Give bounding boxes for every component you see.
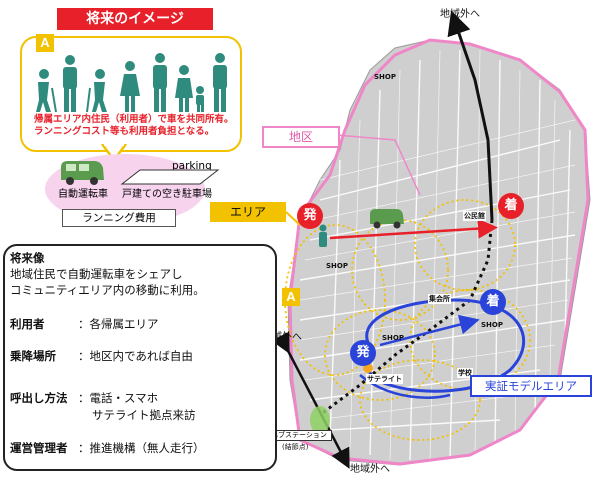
arrive-marker-blue: 着 bbox=[480, 289, 506, 315]
outside-label-top: 地域外へ bbox=[440, 9, 480, 20]
future-image-title: 将来のイメージ bbox=[57, 8, 213, 30]
parking-label: parking bbox=[172, 160, 212, 172]
residents-people-icon bbox=[36, 53, 227, 113]
community-hall-label: 公民館 bbox=[463, 211, 486, 221]
area-badge-bubble: A bbox=[36, 34, 54, 52]
meeting-place-label: 集会所 bbox=[428, 294, 451, 304]
shop-label-2: SHOP bbox=[326, 262, 348, 270]
users-value: ：各帰属エリア bbox=[78, 317, 159, 331]
map-person-icon bbox=[316, 224, 330, 248]
hub-station-sub-label: (結節点) bbox=[282, 443, 309, 451]
info-description-1: 地域住民で自動運転車をシェアし bbox=[10, 267, 183, 281]
call-method-value-1: ：電話・スマホ bbox=[78, 391, 159, 405]
residents-note-line-1: 帰属エリア内住民（利用者）で車を共同所有。 bbox=[34, 114, 234, 125]
route-dotted-main bbox=[319, 219, 494, 417]
hub-station-marker bbox=[310, 406, 330, 434]
boarding-label: 乗降場所 bbox=[10, 349, 56, 363]
info-heading: 将来像 bbox=[10, 251, 45, 265]
district-label: 地区 bbox=[262, 126, 340, 148]
school-label: 学校 bbox=[457, 368, 473, 378]
demo-route-arrow bbox=[379, 314, 480, 347]
residents-note: 帰属エリア内住民（利用者）で車を共同所有。 ランニングコスト等も利用者負担となる… bbox=[34, 114, 244, 138]
autonomous-vehicle-label: 自動運転車 bbox=[58, 189, 108, 200]
shop-label-4: SHOP bbox=[382, 334, 404, 342]
depart-marker-red: 発 bbox=[297, 203, 323, 229]
operator-value: ：推進機構（無人走行） bbox=[78, 441, 205, 455]
vacant-parking-label: 戸建ての空き駐車場 bbox=[122, 189, 212, 200]
running-cost-box: ランニング費用 bbox=[62, 209, 176, 227]
call-method-value-2: サテライト拠点来訪 bbox=[92, 408, 196, 422]
demo-area-label: 実証モデルエリア bbox=[470, 375, 592, 397]
operator-label: 運営管理者 bbox=[10, 441, 68, 455]
red-route-arrow bbox=[329, 218, 498, 240]
route-outside-diagonal bbox=[271, 331, 350, 469]
shared-vehicle-icon bbox=[58, 158, 106, 186]
shop-label-1: SHOP bbox=[374, 73, 396, 81]
outside-label-left: 地域外へ bbox=[262, 332, 302, 343]
info-description-2: コミュニティエリア内の移動に利用。 bbox=[10, 283, 205, 297]
users-label: 利用者 bbox=[10, 317, 45, 331]
outside-label-bottom: 地域外へ bbox=[350, 464, 390, 475]
arrive-marker-red: 着 bbox=[498, 193, 524, 219]
route-to-outside-top bbox=[447, 10, 494, 221]
depart-marker-blue: 発 bbox=[350, 340, 376, 366]
map-vehicle-icon bbox=[366, 206, 406, 230]
district-pointer bbox=[335, 134, 421, 196]
area-badge-map: A bbox=[282, 288, 300, 306]
demo-route-loop bbox=[365, 298, 526, 393]
area-label: エリア bbox=[210, 202, 286, 222]
area-pointer bbox=[285, 211, 301, 226]
residents-note-line-2: ランニングコスト等も利用者負担となる。 bbox=[34, 126, 215, 137]
boarding-value: ：地区内であれば自由 bbox=[78, 349, 193, 363]
future-plan-info-box bbox=[3, 244, 277, 471]
satellite-label: サテライト bbox=[366, 374, 403, 384]
parking-space-icon bbox=[120, 169, 220, 185]
call-method-label: 呼出し方法 bbox=[10, 391, 68, 405]
shop-label-3: SHOP bbox=[481, 321, 503, 329]
hub-station-name: ハブステーション bbox=[271, 431, 327, 439]
